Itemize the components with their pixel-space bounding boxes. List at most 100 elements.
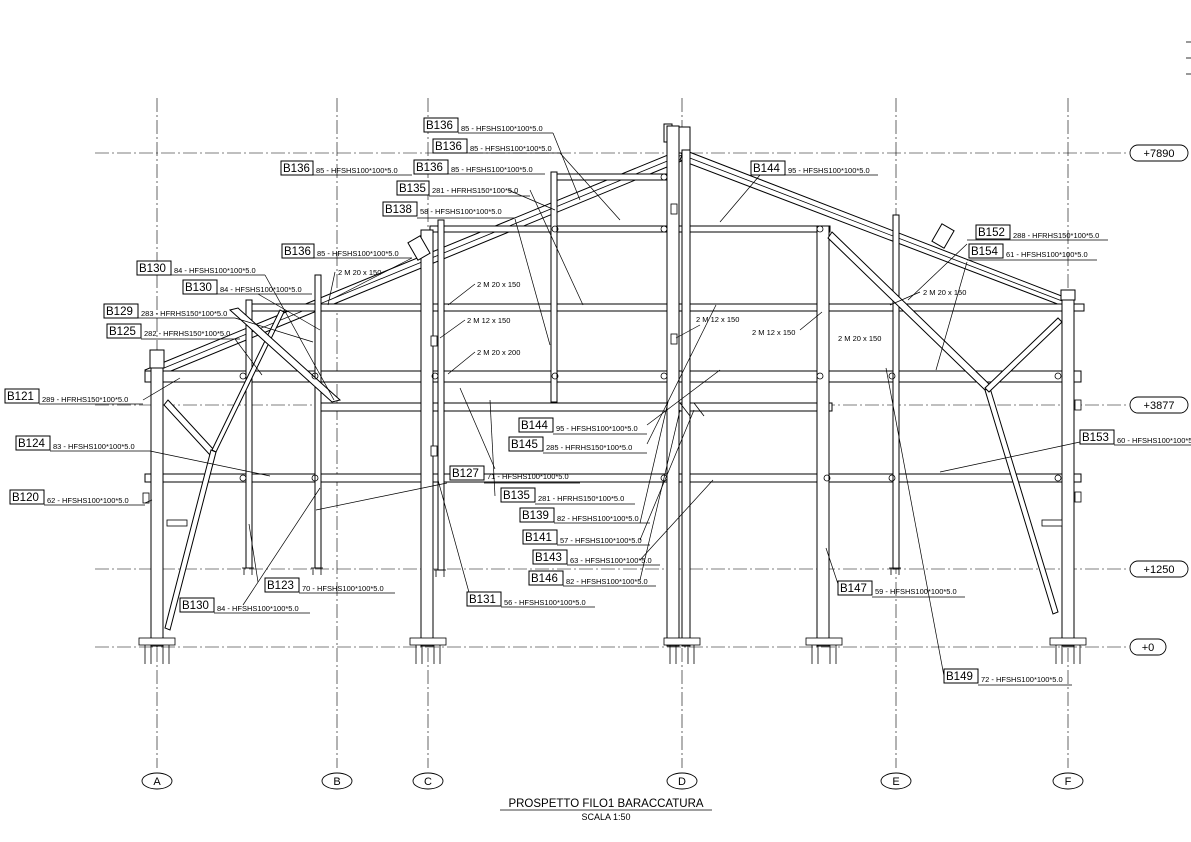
member-tag-id: B138 xyxy=(385,204,412,216)
bolt-marker xyxy=(239,372,247,380)
member-tag-desc: 85 - HFSHS100*100*5.0 xyxy=(316,166,398,175)
member-tag-id: B143 xyxy=(535,552,562,564)
member-tag-desc: 71 - HFSHS100*100*5.0 xyxy=(487,472,569,481)
member-tag-id: B136 xyxy=(284,246,311,258)
axis-label: F xyxy=(1065,776,1072,788)
member-tag: B130 84 - HFSHS100*100*5.0 xyxy=(179,597,310,614)
member-tag: B145 285 - HFRHS150*100*5.0 xyxy=(508,436,647,454)
member-tag: B138 58 - HFSHS100*100*5.0 xyxy=(382,201,515,219)
member-tag-desc: 56 - HFSHS100*100*5.0 xyxy=(504,598,586,607)
member-tag-id: B130 xyxy=(139,263,166,275)
leader-lines xyxy=(142,132,1081,677)
anchor-feet xyxy=(242,567,901,577)
member-tag-id: B144 xyxy=(753,163,780,175)
member-tag-desc: 281 - HFRHS150*100*5.0 xyxy=(538,494,624,503)
member-tag: B120 62 - HFSHS100*100*5.0 xyxy=(9,489,145,506)
member-tag: B130 84 - HFSHS100*100*5.0 xyxy=(182,279,312,295)
connection-plate xyxy=(670,333,678,345)
axis-bubbles: A B C D E F xyxy=(141,772,1084,790)
member-tag: B153 60 - HFSHS100*100*5.0 xyxy=(1079,429,1191,446)
drawing-title-block: PROSPETTO FILO1 BARACCATURA SCALA 1:50 xyxy=(500,798,712,822)
member-tag: B136 85 - HFSHS100*100*5.0 xyxy=(281,243,412,259)
left-rafter-inner-line xyxy=(146,154,683,376)
member-tag: B135 281 - HFRHS150*100*5.0 xyxy=(396,180,530,197)
level-marker-1250: +1250 xyxy=(1129,560,1189,578)
bolt-note: 2 M 20 x 150 xyxy=(923,288,966,297)
member-tag-id: B124 xyxy=(18,438,45,450)
member-tag: B124 83 - HFSHS100*100*5.0 xyxy=(15,435,150,452)
column-axis-d xyxy=(666,125,680,647)
member-tag-id: B154 xyxy=(971,246,998,258)
member-tag-id: B152 xyxy=(978,227,1005,239)
member-tag: B146 82 - HFSHS100*100*5.0 xyxy=(528,570,656,587)
member-tag-desc: 84 - HFSHS100*100*5.0 xyxy=(217,604,299,613)
member-tag-desc: 283 - HFRHS150*100*5.0 xyxy=(141,309,227,318)
beam-roof-mid xyxy=(247,303,1085,312)
bolt-marker xyxy=(311,474,319,482)
bolt-marker xyxy=(660,173,668,181)
diagonal-braces xyxy=(163,223,1063,631)
horizontal-beams xyxy=(144,173,1085,483)
level-label: +3877 xyxy=(1144,400,1175,412)
axis-label: D xyxy=(678,776,686,788)
bolt-note: 2 M 12 x 150 xyxy=(752,328,795,337)
member-tag-id: B149 xyxy=(946,671,973,683)
bolt-marker xyxy=(239,474,247,482)
connection-plate xyxy=(430,335,438,347)
member-tag-id: B125 xyxy=(109,326,136,338)
bolt-marker xyxy=(551,225,559,233)
level-marker-0: +0 xyxy=(1129,638,1167,656)
member-tag-id: B153 xyxy=(1082,432,1109,444)
column-mid-left xyxy=(550,171,558,403)
member-tag-desc: 60 - HFSHS100*100*5.0 xyxy=(1117,436,1191,445)
member-tag-desc: 95 - HFSHS100*100*5.0 xyxy=(788,166,870,175)
drawing-title: PROSPETTO FILO1 BARACCATURA xyxy=(508,798,703,810)
member-tag: B143 63 - HFSHS100*100*5.0 xyxy=(532,549,660,566)
member-tag-id: B146 xyxy=(531,573,558,585)
member-tag: B125 282 - HFRHS150*100*5.0 xyxy=(106,323,240,340)
member-tag-desc: 95 - HFSHS100*100*5.0 xyxy=(556,424,638,433)
bolt-note: 2 M 12 x 150 xyxy=(696,315,739,324)
bolt-marker xyxy=(311,372,319,380)
member-tag-id: B141 xyxy=(525,532,552,544)
member-tag-id: B144 xyxy=(521,420,548,432)
member-tag-desc: 84 - HFSHS100*100*5.0 xyxy=(174,266,256,275)
member-tag-desc: 85 - HFSHS100*100*5.0 xyxy=(317,249,399,258)
bolt-marker xyxy=(660,474,668,482)
bolt-note: 2 M 20 x 150 xyxy=(477,280,520,289)
brace-a-up xyxy=(211,309,285,453)
member-tag: B154 61 - HFSHS100*100*5.0 xyxy=(967,243,1097,261)
member-tag: B152 288 - HFRHS150*100*5.0 xyxy=(967,224,1108,241)
connection-plate xyxy=(166,519,188,527)
axis-bubble-c: C xyxy=(412,772,444,790)
axis-bubble-e: E xyxy=(880,772,912,790)
member-tag-id: B136 xyxy=(283,163,310,175)
member-tag: B131 56 - HFSHS100*100*5.0 xyxy=(466,591,595,608)
bracket-d-right xyxy=(693,402,705,417)
member-tag-desc: 282 - HFRHS150*100*5.0 xyxy=(144,329,230,338)
member-tag-id: B136 xyxy=(416,162,443,174)
base-plate-axis-c xyxy=(409,637,447,664)
level-label: +0 xyxy=(1142,642,1155,654)
member-tag: B147 59 - HFSHS100*100*5.0 xyxy=(837,580,965,598)
column-axis-a-cap xyxy=(149,349,165,369)
bolt-marker xyxy=(1054,474,1062,482)
axis-bubble-d: D xyxy=(666,772,698,790)
axis-label: E xyxy=(892,776,899,788)
column-axis-f xyxy=(1061,291,1075,647)
member-tag-desc: 83 - HFSHS100*100*5.0 xyxy=(53,442,135,451)
member-tag-desc: 285 - HFRHS150*100*5.0 xyxy=(546,443,632,452)
base-plate-axis-a xyxy=(138,637,176,664)
axis-bubble-a: A xyxy=(141,772,173,790)
base-plate-mid-right xyxy=(805,637,843,664)
member-tag-id: B136 xyxy=(426,120,453,132)
brace-a-left xyxy=(163,399,215,456)
level-markers: +7890 +3877 +1250 +0 xyxy=(1129,144,1189,656)
member-tag: B136 85 - HFSHS100*100*5.0 xyxy=(432,138,560,154)
member-tag: B129 283 - HFRHS150*100*5.0 xyxy=(103,303,235,319)
axis-bubble-f: F xyxy=(1052,772,1084,790)
member-tag: B136 85 - HFSHS100*100*5.0 xyxy=(413,159,545,175)
bolt-marker xyxy=(551,372,559,380)
column-b-right xyxy=(314,274,322,569)
member-tag-desc: 72 - HFSHS100*100*5.0 xyxy=(981,675,1063,684)
